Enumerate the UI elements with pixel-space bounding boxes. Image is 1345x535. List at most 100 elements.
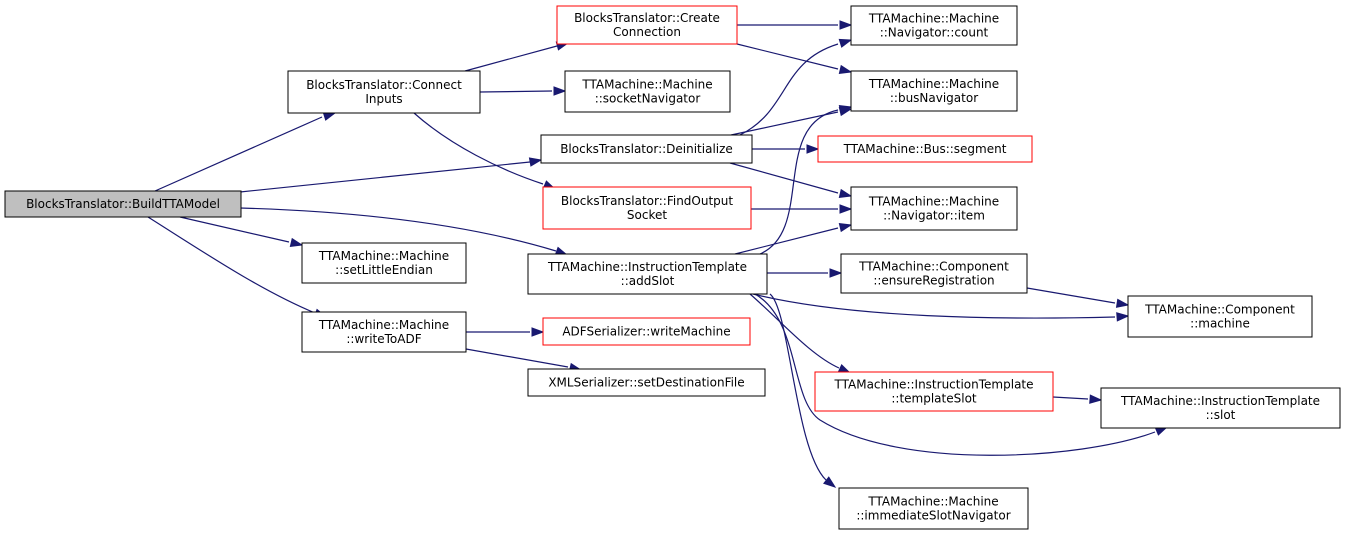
- node-ensure-registration[interactable]: TTAMachine::Component::ensureRegistratio…: [840, 253, 1028, 294]
- node-label-line: XMLSerializer::setDestinationFile: [548, 376, 744, 390]
- edge-template_slot-to-it_slot: [1052, 394, 1103, 404]
- edge-line: [154, 116, 323, 192]
- edge-line: [464, 45, 558, 72]
- edge-line: [413, 112, 544, 185]
- node-label-line: Inputs: [365, 92, 402, 106]
- arrowhead-icon: [528, 157, 543, 167]
- node-immediate-slot-navigator[interactable]: TTAMachine::Machine::immediateSlotNaviga…: [838, 487, 1029, 530]
- arrowhead-icon: [838, 222, 853, 233]
- node-box: [838, 487, 1029, 530]
- node-box: [527, 253, 768, 295]
- edge-line: [1026, 287, 1116, 304]
- edge-deinitialize-to-navigator_count: [739, 38, 853, 136]
- arrowhead-icon: [839, 204, 853, 214]
- edge-line: [479, 90, 553, 93]
- node-component-machine[interactable]: TTAMachine::Component::machine: [1127, 295, 1313, 338]
- node-template-slot[interactable]: TTAMachine::InstructionTemplate::templat…: [814, 371, 1054, 412]
- arrowhead-icon: [838, 38, 853, 48]
- edge-line: [734, 227, 839, 255]
- node-label-line: TTAMachine::Machine: [868, 195, 999, 209]
- edge-line: [179, 216, 290, 243]
- node-box: [542, 317, 751, 346]
- node-label-line: Connection: [613, 25, 681, 39]
- node-set-little-endian[interactable]: TTAMachine::Machine::setLittleEndian: [301, 242, 467, 284]
- arrowhead-icon: [1115, 298, 1130, 308]
- node-box: [850, 70, 1018, 112]
- node-box: [564, 70, 731, 113]
- node-box: [1127, 295, 1313, 338]
- node-add-slot[interactable]: TTAMachine::InstructionTemplate::addSlot: [527, 253, 768, 295]
- node-label-line: ADFSerializer::writeMachine: [562, 325, 730, 339]
- arrowhead-icon: [289, 237, 304, 248]
- node-label-line: TTAMachine::Machine: [868, 77, 999, 91]
- node-navigator-item[interactable]: TTAMachine::Machine::Navigator::item: [850, 186, 1018, 231]
- node-deinitialize[interactable]: BlocksTranslator::Deinitialize: [540, 134, 753, 164]
- edge-build-to-connect_inputs: [154, 111, 337, 192]
- node-box: [556, 5, 738, 45]
- node-label-line: ::immediateSlotNavigator: [856, 509, 1010, 523]
- edge-line: [239, 161, 531, 193]
- edge-create_connection-to-bus_navigator: [736, 43, 853, 75]
- node-label-line: ::Navigator::count: [880, 26, 989, 40]
- node-label-line: ::addSlot: [621, 274, 675, 288]
- node-it-slot[interactable]: TTAMachine::InstructionTemplate::slot: [1100, 387, 1341, 429]
- node-adf-write-machine[interactable]: ADFSerializer::writeMachine: [542, 317, 751, 346]
- node-label-line: TTAMachine::InstructionTemplate: [833, 378, 1033, 392]
- edge-add_slot-to-immediate_slot_navigator: [769, 293, 837, 488]
- arrowhead-icon: [838, 64, 853, 75]
- node-label-line: ::templateSlot: [891, 392, 977, 406]
- arrowhead-icon: [838, 104, 853, 115]
- node-navigator-count[interactable]: TTAMachine::Machine::Navigator::count: [850, 5, 1018, 46]
- edges-layer: [147, 20, 1169, 488]
- node-build[interactable]: BlocksTranslator::BuildTTAModel: [4, 190, 242, 218]
- arrowhead-icon: [1089, 394, 1103, 404]
- node-label-line: ::writeToADF: [346, 332, 421, 346]
- edge-line: [739, 43, 839, 136]
- arrowhead-icon: [531, 327, 545, 337]
- arrowhead-icon: [806, 144, 820, 154]
- node-box: [287, 70, 481, 114]
- node-box: [301, 242, 467, 284]
- edge-add_slot-to-ensure_registration: [767, 268, 843, 278]
- edge-build-to-deinitialize: [239, 157, 543, 193]
- edge-line: [736, 43, 839, 70]
- node-socket-navigator[interactable]: TTAMachine::Machine::socketNavigator: [564, 70, 731, 113]
- edge-ensure_registration-to-component_machine: [1026, 287, 1130, 308]
- node-write-to-adf[interactable]: TTAMachine::Machine::writeToADF: [301, 311, 467, 353]
- nodes-layer: BlocksTranslator::BuildTTAModel BlocksTra…: [4, 5, 1341, 530]
- node-label-line: TTAMachine::Machine: [867, 495, 998, 509]
- edge-deinitialize-to-bus_segment: [752, 144, 820, 154]
- arrowhead-icon: [322, 111, 337, 121]
- edge-connect_inputs-to-create_connection: [464, 41, 570, 72]
- node-label-line: TTAMachine::Machine: [581, 78, 712, 92]
- node-box: [840, 253, 1028, 294]
- node-label-line: Socket: [627, 208, 667, 222]
- node-label-line: ::ensureRegistration: [873, 274, 994, 288]
- node-label-line: ::socketNavigator: [595, 92, 701, 106]
- node-label-line: BlocksTranslator::Connect: [306, 78, 462, 92]
- edge-line: [754, 293, 1156, 456]
- node-box: [540, 134, 753, 164]
- node-label-line: TTAMachine::Bus::segment: [843, 142, 1007, 156]
- node-label-line: ::setLittleEndian: [335, 263, 433, 277]
- edge-connect_inputs-to-socket_navigator: [479, 86, 567, 96]
- node-box: [1100, 387, 1341, 429]
- edge-add_slot-to-template_slot: [749, 293, 852, 374]
- arrowhead-icon: [553, 86, 567, 96]
- node-label-line: BlocksTranslator::FindOutput: [561, 194, 734, 208]
- node-label-line: ::slot: [1206, 408, 1236, 422]
- node-xml-set-destination[interactable]: XMLSerializer::setDestinationFile: [527, 368, 766, 397]
- node-bus-navigator[interactable]: TTAMachine::Machine::busNavigator: [850, 70, 1018, 112]
- edge-add_slot-to-navigator_item: [734, 222, 853, 255]
- node-box: [817, 135, 1033, 163]
- node-label-line: BlocksTranslator::Create: [574, 11, 720, 25]
- node-label-line: TTAMachine::InstructionTemplate: [547, 260, 747, 274]
- node-bus-segment[interactable]: TTAMachine::Bus::segment: [817, 135, 1033, 163]
- node-label-line: TTAMachine::Machine: [318, 318, 449, 332]
- node-box: [527, 368, 766, 397]
- node-label-line: ::busNavigator: [890, 91, 978, 105]
